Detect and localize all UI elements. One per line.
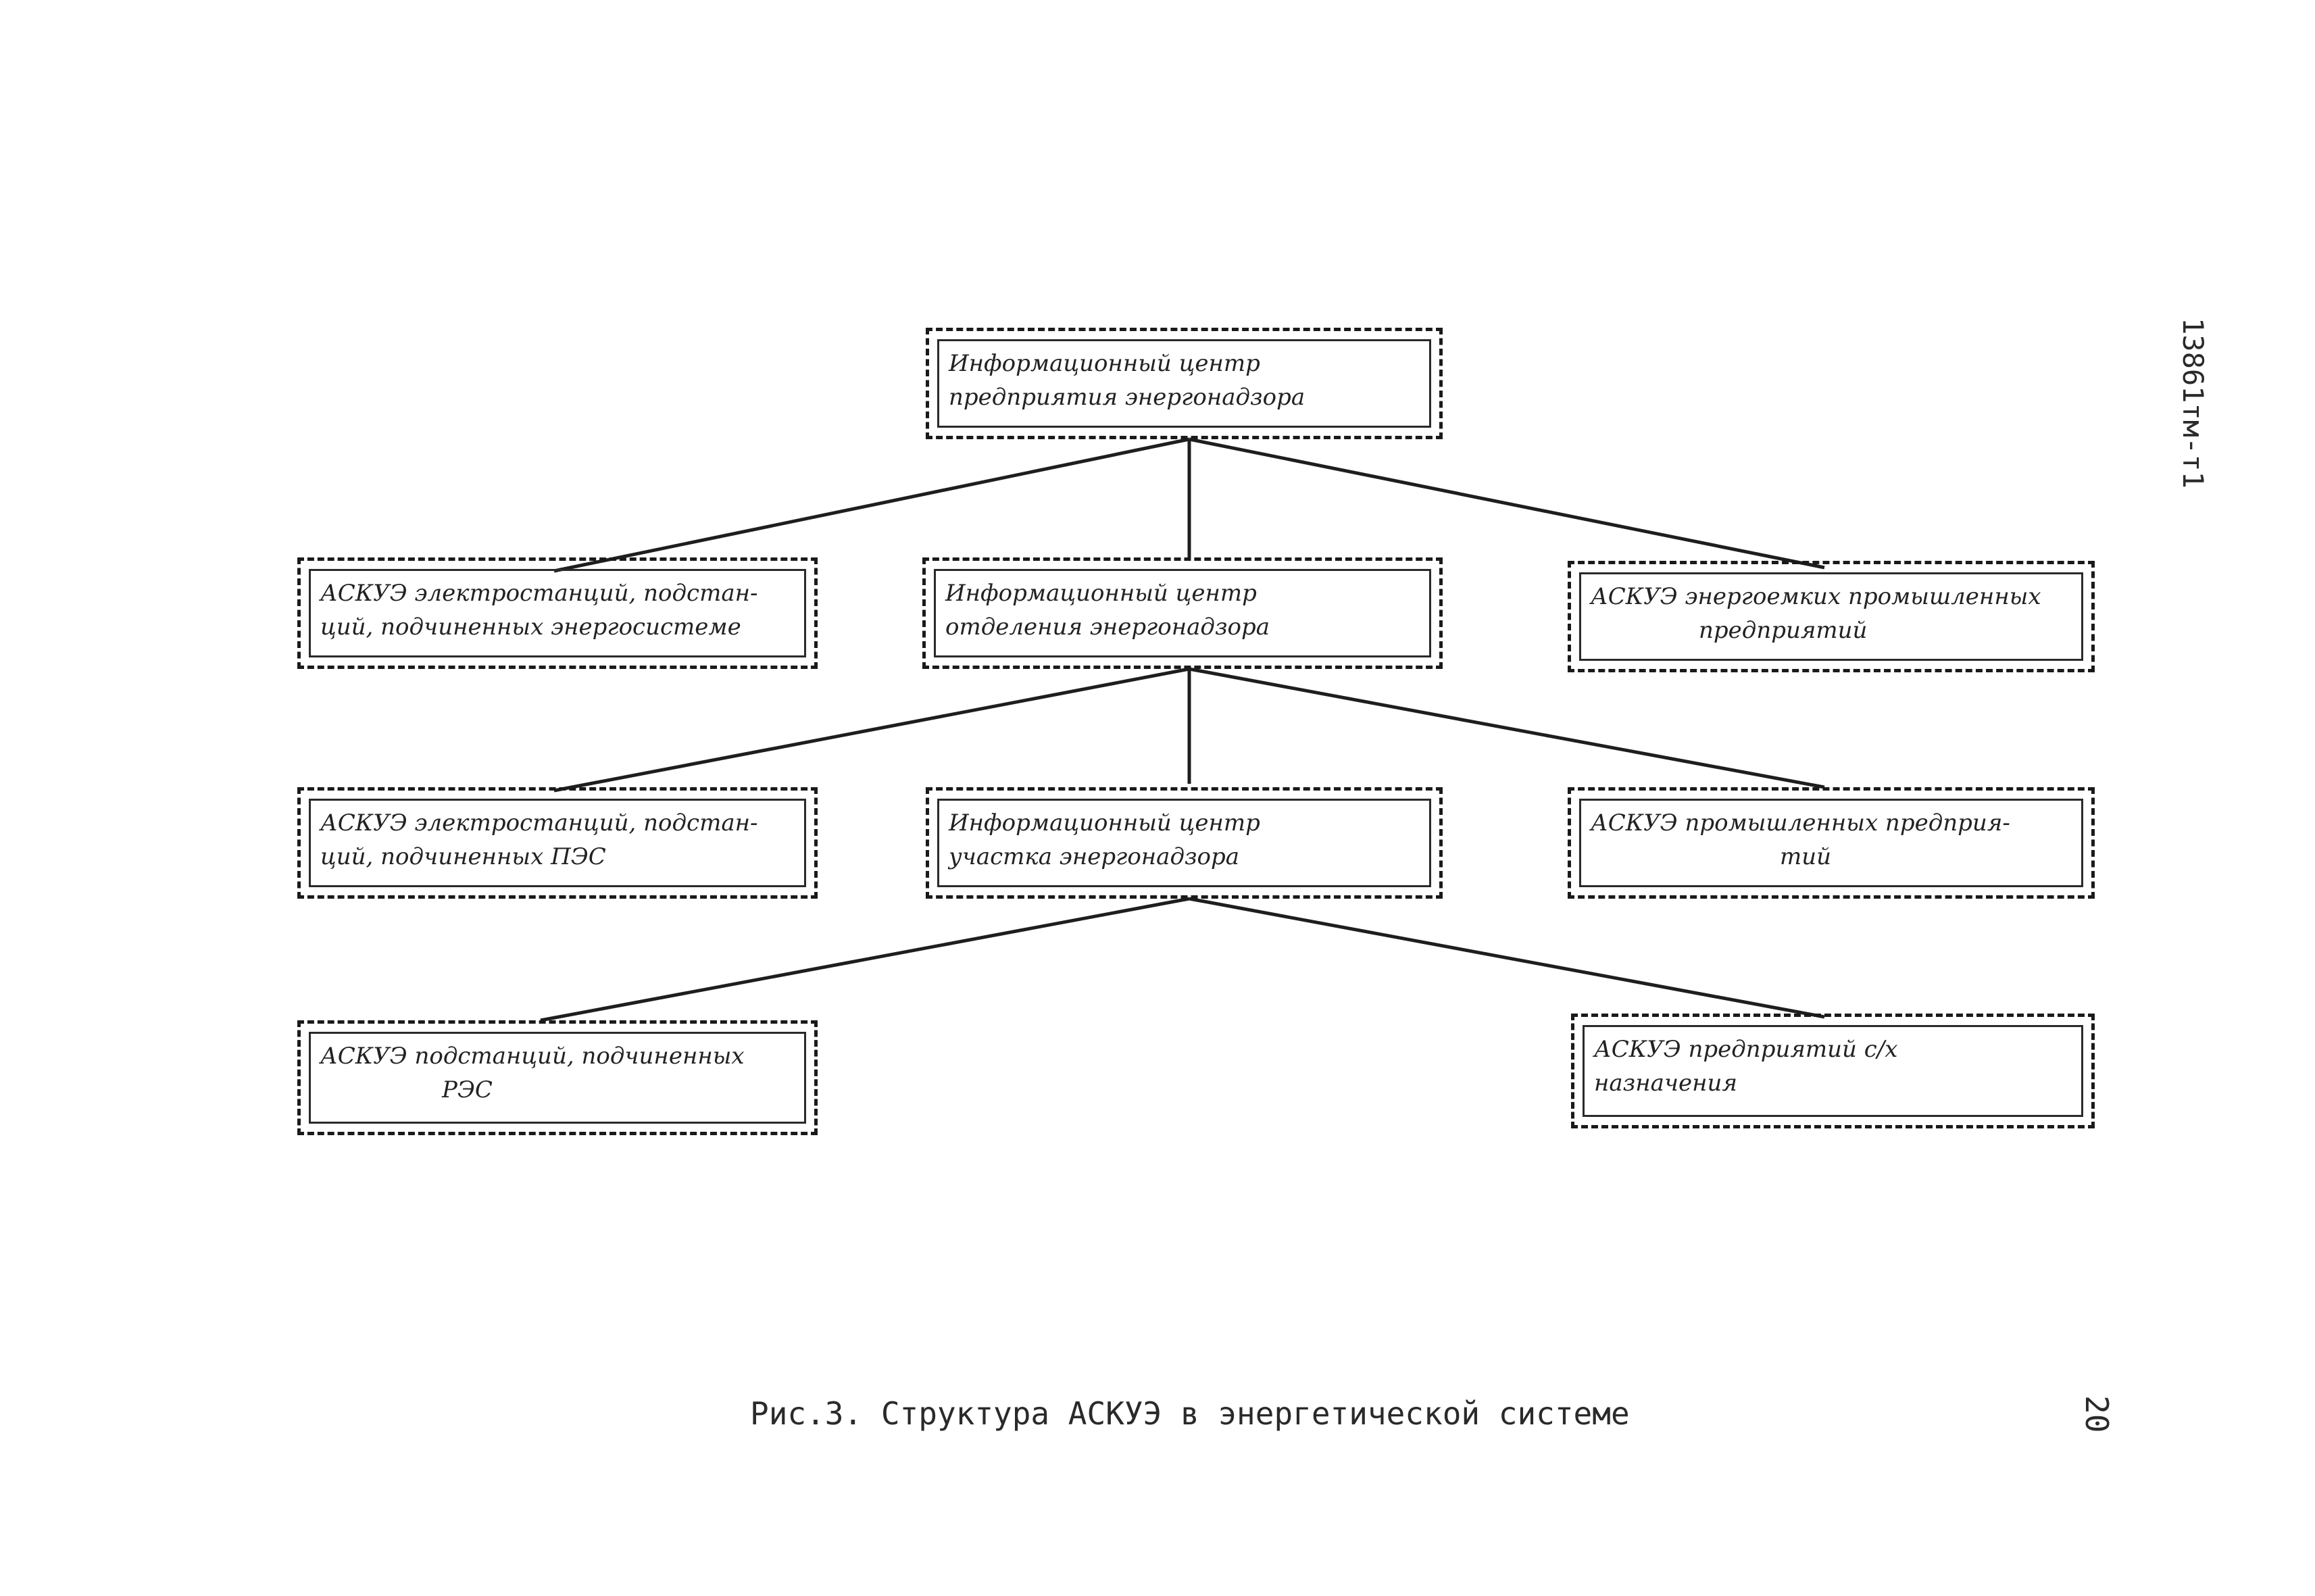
box-askue-industrial-line1: АСКУЭ промышленных предприя- — [1591, 809, 2010, 837]
box-askue-industrial-energy-intensive-line2: предприятий — [1699, 617, 1868, 644]
box-askue-industrial-line2: тий — [1780, 843, 1832, 870]
box-center-section-line1: Информационный центр — [949, 809, 1260, 837]
box-askue-power-plants-system: АСКУЭ электростанций, подстан- ций, подч… — [297, 557, 818, 669]
document-code: 13861тм-т1 — [2176, 318, 2210, 489]
box-center-enterprise-line1: Информационный центр — [949, 350, 1260, 377]
box-center-enterprise-line2: предприятия энергонадзора — [949, 384, 1305, 411]
connector-mid-left — [553, 667, 1190, 793]
box-askue-industrial-energy-intensive-line1: АСКУЭ энергоемких промышленных — [1591, 583, 2041, 610]
box-askue-agricultural: АСКУЭ предприятий с/х назначения — [1571, 1014, 2095, 1128]
box-askue-industrial: АСКУЭ промышленных предприя- тий — [1568, 787, 2095, 899]
box-askue-power-plants-pes-line1: АСКУЭ электростанций, подстан- — [320, 809, 758, 837]
connector-top-right — [1189, 437, 1825, 570]
connector-mid-right — [1189, 667, 1825, 789]
box-askue-substations-res-line1: АСКУЭ подстанций, подчиненных — [320, 1043, 745, 1070]
box-center-department-line2: отделения энергонадзора — [945, 614, 1270, 641]
box-askue-industrial-energy-intensive: АСКУЭ энергоемких промышленных предприят… — [1568, 561, 2095, 672]
figure-caption: Рис.3. Структура АСКУЭ в энергетической … — [750, 1395, 1630, 1432]
box-askue-agricultural-line2: назначения — [1594, 1070, 1737, 1097]
box-askue-substations-res: АСКУЭ подстанций, подчиненных РЭС — [297, 1020, 818, 1135]
page-number: 20 — [2078, 1395, 2115, 1433]
box-askue-power-plants-system-line1: АСКУЭ электростанций, подстан- — [320, 580, 758, 607]
box-askue-agricultural-line1: АСКУЭ предприятий с/х — [1594, 1036, 1898, 1063]
box-center-department-line1: Информационный центр — [945, 580, 1257, 607]
box-askue-power-plants-system-line2: ций, подчиненных энергосистеме — [320, 614, 741, 641]
box-askue-power-plants-pes-line2: ций, подчиненных ПЭС — [320, 843, 606, 870]
box-center-department: Информационный центр отделения энергонад… — [922, 557, 1443, 669]
box-askue-power-plants-pes: АСКУЭ электростанций, подстан- ций, подч… — [297, 787, 818, 899]
box-center-section-line2: участка энергонадзора — [949, 843, 1240, 870]
connector-bottom-right — [1189, 897, 1825, 1019]
connector-top-left — [553, 437, 1190, 573]
box-center-enterprise: Информационный центр предприятия энергон… — [926, 328, 1443, 439]
box-center-section: Информационный центр участка энергонадзо… — [926, 787, 1443, 899]
box-askue-substations-res-line2: РЭС — [442, 1076, 493, 1103]
connector-bottom-left — [540, 897, 1190, 1022]
